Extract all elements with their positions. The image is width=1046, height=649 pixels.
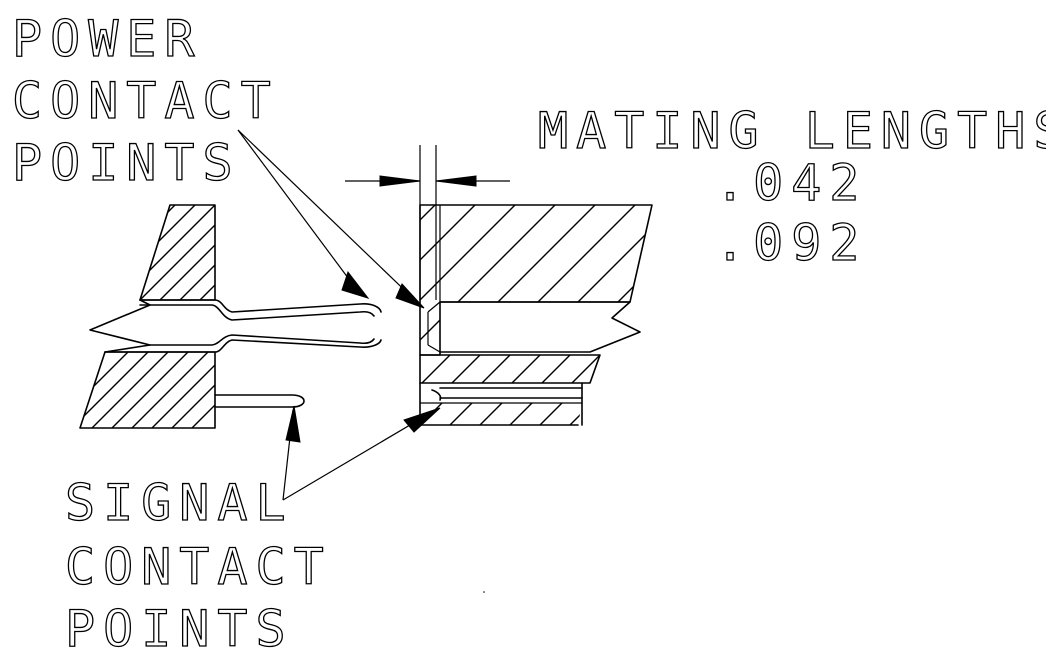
left-connector-housing-bottom (79, 351, 216, 429)
power-label-line1: POWER (12, 10, 203, 68)
signal-label-line1: SIGNAL (65, 474, 294, 532)
signal-contact-pin (214, 394, 305, 408)
signal-contact-label: SIGNAL CONTACT POINTS (64, 473, 332, 649)
power-label-line3: POINTS (12, 134, 241, 192)
signal-label-line2: CONTACT (65, 538, 332, 596)
left-break-line (89, 299, 151, 353)
right-connector-mid-wall (419, 354, 601, 384)
mating-length-dimension (345, 145, 510, 300)
signal-contact-leaders (282, 405, 441, 501)
power-contact-leaders (237, 129, 425, 309)
power-contact-fingers (104, 299, 382, 353)
signal-socket (419, 382, 583, 426)
mating-length-value-2: .092 (715, 214, 867, 272)
left-connector-housing-top (139, 204, 216, 301)
power-label-line2: CONTACT (12, 72, 279, 130)
stray-dot (483, 591, 485, 593)
mating-length-value-1: .042 (715, 154, 867, 212)
signal-label-line3: POINTS (65, 600, 294, 649)
mating-lengths-label: MATING LENGTHS .042 .092 (537, 101, 1046, 272)
mating-lengths-title: MATING LENGTHS (538, 102, 1046, 160)
power-socket-bore (427, 301, 641, 353)
power-contact-label: POWER CONTACT POINTS (11, 9, 279, 192)
